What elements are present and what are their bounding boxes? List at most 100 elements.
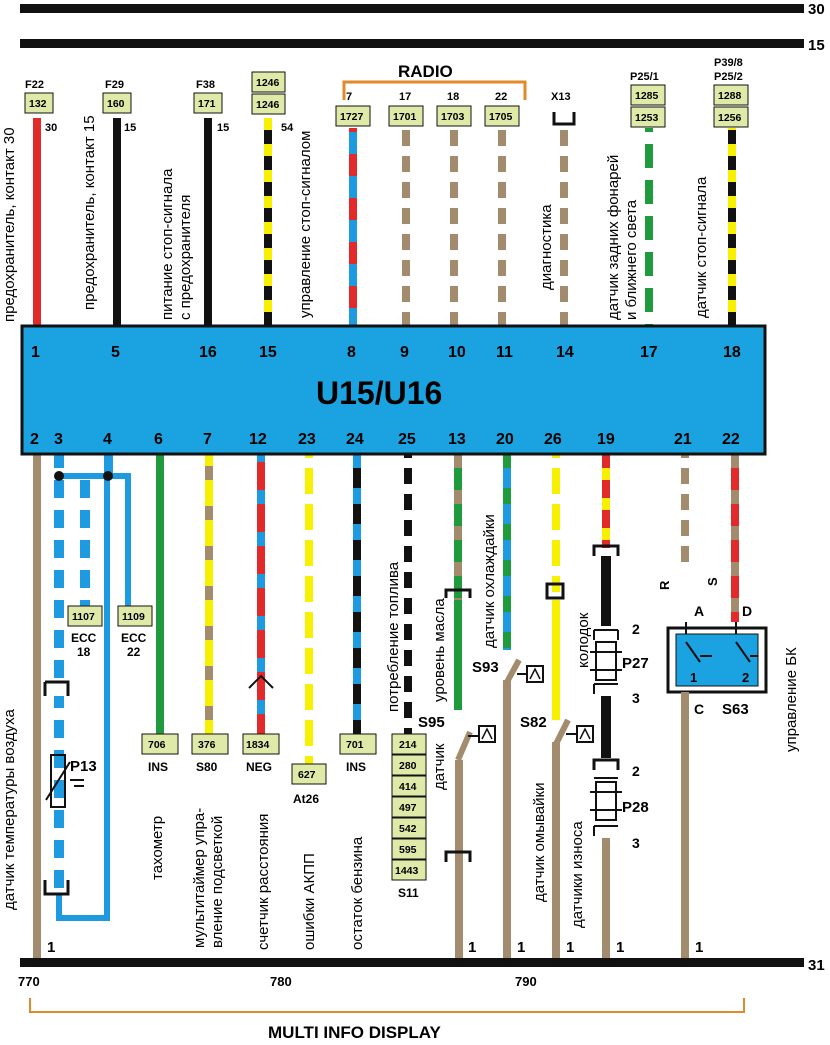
sensor-p28: 2 P28 3 (590, 758, 649, 960)
svg-text:INS: INS (346, 760, 366, 774)
ground-pin-label: 1 (468, 939, 476, 956)
svg-text:F38: F38 (196, 79, 215, 91)
radio-pin-7: 7 (346, 91, 352, 103)
svg-text:ECC: ECC (71, 631, 97, 645)
wire-pin-10 (450, 128, 458, 328)
svg-text:30: 30 (45, 122, 57, 134)
wire-pin-17 (645, 128, 653, 328)
wire-pin-22 (731, 452, 739, 622)
svg-text:54: 54 (281, 122, 294, 134)
svg-text:15: 15 (217, 122, 229, 134)
svg-text:P25/1: P25/1 (630, 71, 659, 83)
module-top-pin-label: 14 (556, 344, 574, 361)
connector-376: 376 S80 (191, 733, 229, 774)
wire-pin-7 (205, 452, 213, 734)
label-pin-24: остаток бензина (349, 836, 366, 950)
svg-text:1253: 1253 (635, 112, 659, 124)
label-pin-26: датчик омывайки (531, 783, 548, 902)
connector-1246: 1246 1246 54 (251, 71, 294, 134)
connector-627: 627 At26 (291, 763, 327, 806)
s63-label: S63 (722, 701, 749, 718)
svg-text:376: 376 (198, 739, 216, 751)
module-top-pin-label: 11 (496, 344, 513, 361)
switch-s63: R S A D 1 2 C S63 (657, 577, 768, 960)
top-wires (33, 112, 736, 328)
wire-pin-12 (257, 452, 265, 734)
s11-box-value: 214 (399, 739, 417, 751)
module-top-pin-label: 5 (111, 344, 120, 361)
connector-1834: 1834 NEG (242, 674, 280, 774)
switch-s93: S93 (472, 658, 544, 960)
wire-pin-14 (560, 124, 568, 328)
svg-text:1703: 1703 (441, 111, 465, 123)
wire-pin-15 (264, 118, 272, 328)
svg-text:F29: F29 (105, 79, 124, 91)
module-top-pin-label: 17 (640, 344, 658, 361)
label-pin-19-b: датчики износа (569, 821, 586, 928)
ground-pin-label: 1 (517, 939, 525, 956)
svg-text:P25/2: P25/2 (714, 71, 743, 83)
wire-pin-20 (503, 452, 511, 650)
sensor-p13: P13 (43, 680, 97, 896)
label-pin-2: датчик температуры воздуха (1, 708, 18, 910)
svg-text:2: 2 (742, 670, 749, 685)
label-pin-17-b: и ближнего света (623, 199, 640, 320)
svg-text:S: S (705, 577, 720, 586)
wire-pin-13 (454, 452, 462, 600)
radio-pin-22: 22 (495, 91, 507, 103)
svg-text:1727: 1727 (340, 111, 364, 123)
svg-text:2: 2 (632, 763, 640, 779)
label-pin-22: управление БК (783, 647, 800, 752)
svg-text:A: A (694, 603, 704, 619)
wire-pin-5 (113, 118, 121, 328)
svg-text:1256: 1256 (718, 112, 742, 124)
p27-label: P27 (622, 655, 649, 672)
s11-box (391, 796, 427, 818)
module-bottom-pin-label: 26 (544, 431, 562, 448)
svg-text:132: 132 (29, 98, 47, 110)
rail-31-label: 31 (808, 957, 825, 974)
label-pin-18: датчик стоп-сигнала (693, 176, 710, 318)
tick-770: 770 (18, 974, 40, 989)
wire-pin-26 (552, 452, 560, 592)
radio-group: RADIO (342, 62, 527, 100)
ground-dot (602, 958, 610, 966)
svg-text:INS: INS (148, 760, 168, 774)
s11-box-value: 280 (399, 760, 417, 772)
wire-pin-8 (349, 128, 357, 328)
wire-pin-11 (498, 128, 506, 328)
label-pin-13-b: датчик (431, 743, 448, 790)
ground-dot (681, 958, 689, 966)
wire-pin-16 (204, 118, 212, 328)
wire-pin-25 (404, 452, 412, 734)
label-pin-5: предохранитель, контакт 15 (81, 115, 98, 310)
connector-706: 706 INS (141, 733, 179, 774)
svg-text:D: D (742, 603, 752, 619)
connector-p39: P39/8 P25/2 1288 1256 (713, 57, 749, 128)
svg-text:NEG: NEG (246, 760, 272, 774)
svg-text:2: 2 (632, 621, 640, 637)
wire-pin-2 (33, 452, 41, 965)
module-top-pin-label: 16 (199, 344, 217, 361)
connector-ecc18: 1107 ECC 18 (67, 605, 103, 659)
wire-pin-24 (353, 452, 361, 734)
connector-ecc22: 1109 ECC 22 (117, 605, 153, 659)
module-bottom-pin-label: 13 (448, 431, 466, 448)
ground-dot (503, 958, 511, 966)
s11-box-value: 542 (399, 823, 417, 835)
svg-text:1246: 1246 (256, 77, 280, 89)
rail-15-label: 15 (808, 37, 825, 54)
p13-label: P13 (70, 758, 97, 775)
svg-text:627: 627 (298, 769, 316, 781)
label-pin-1: предохранитель, контакт 30 (1, 127, 18, 322)
ground-dot (33, 958, 41, 966)
connector-x13: X13 (551, 91, 571, 103)
s11-label: S11 (398, 886, 419, 900)
svg-text:C: C (694, 701, 704, 717)
radio-pin-18: 18 (447, 91, 459, 103)
label-pin-23: ошибки АКПП (301, 853, 318, 950)
module-bottom-pin-label: 7 (203, 431, 212, 448)
module-bottom-pin-label: 3 (54, 431, 63, 448)
